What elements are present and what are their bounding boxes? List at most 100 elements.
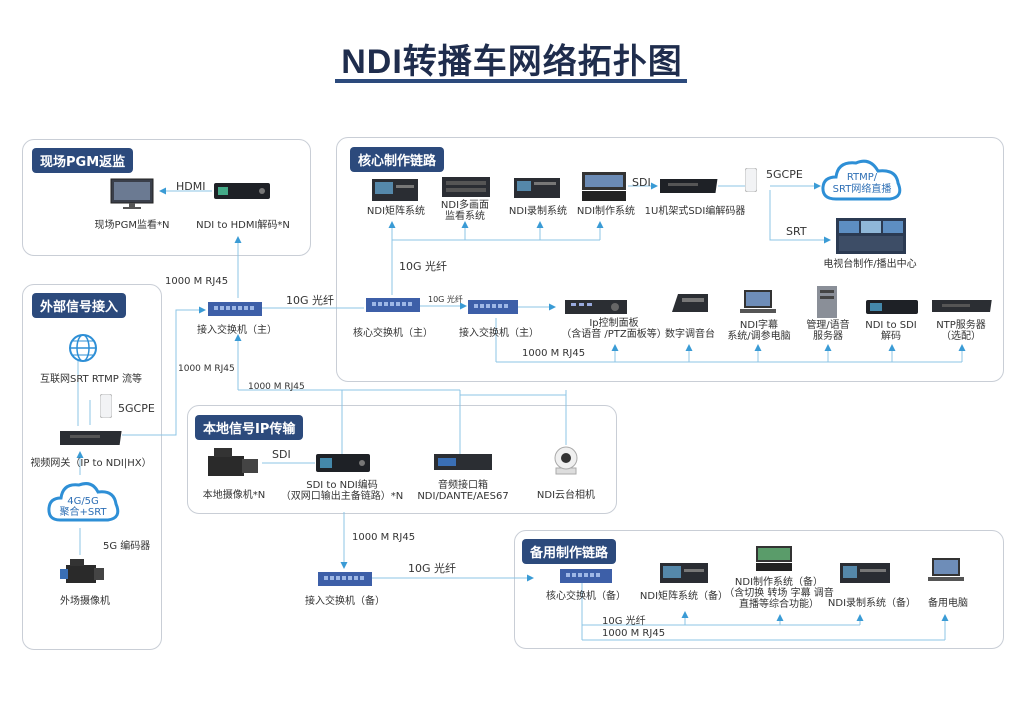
label-internet: 互联网SRT RTMP 流等	[39, 374, 143, 385]
core-matrix-icon	[372, 177, 418, 203]
label-access-rj45-bottom: 1000 M RJ45	[248, 382, 305, 392]
audio-box-icon	[434, 454, 492, 470]
aggregation-cloud-icon	[46, 478, 122, 524]
label-backup-access-switch: 接入交换机（备）	[305, 596, 385, 607]
label-hdmi: HDMI	[176, 180, 206, 193]
label-backup-fiber-bottom: 10G 光纤	[602, 616, 646, 627]
label-stream-2: SRT网络直播	[832, 184, 892, 195]
backup-core-switch-icon	[560, 568, 612, 584]
local-camera-icon	[204, 446, 262, 482]
title-underline	[335, 79, 687, 83]
intercom-server-icon	[817, 286, 837, 318]
label-cloud-1: 4G/5G	[67, 496, 99, 507]
label-backup-rj45-down: 1000 M RJ45	[352, 532, 416, 543]
control-panel-icon	[565, 296, 627, 316]
label-subtitle-2: 系统/调参电脑	[727, 331, 791, 342]
label-backup-production-3: 直播等综合功能）	[739, 599, 819, 610]
label-field-camera: 外场摄像机	[60, 596, 110, 607]
label-audio-2: NDI/DANTE/AES67	[417, 491, 509, 502]
label-core-record: NDI录制系统	[508, 206, 568, 217]
pgm-decoder-icon	[214, 181, 270, 201]
backup-access-switch-icon	[318, 570, 372, 588]
label-external-cpe: 5GCPE	[118, 402, 155, 415]
pgm-monitor-icon	[110, 178, 154, 209]
audio-console-icon	[670, 292, 710, 314]
panel-external	[22, 284, 162, 650]
label-audio-console: 数字调音台	[665, 329, 715, 340]
label-ndi-sdi-1: NDI to SDI	[865, 320, 917, 331]
video-gateway-icon	[57, 428, 122, 448]
label-ntp-2: （选配）	[941, 331, 981, 342]
label-local-camera: 本地摄像机*N	[202, 490, 266, 501]
label-intercom-2: 服务器	[813, 331, 843, 342]
label-access-rj45-left: 1000 M RJ45	[178, 364, 235, 374]
label-ndi-sdi-2: 解码	[881, 331, 901, 342]
label-backup-pc: 备用电脑	[928, 598, 968, 609]
backup-production-icon	[756, 546, 792, 572]
label-access-switch-main: 接入交换机（主）	[197, 325, 277, 336]
core-switch-main-icon	[366, 296, 420, 314]
line-gateway-access	[122, 306, 206, 436]
label-core-access-switch: 接入交换机（主）	[459, 328, 539, 339]
label-core-switch: 核心交换机（主）	[353, 328, 433, 339]
label-core-matrix: NDI矩阵系统	[366, 206, 426, 217]
label-core-multiview-1: NDI多画面	[440, 200, 490, 211]
backup-pc-icon	[928, 558, 964, 584]
label-core-cpe: 5GCPE	[766, 168, 803, 181]
subtitle-laptop-icon	[740, 290, 776, 316]
label-intercom-1: 管理/语音	[806, 320, 850, 331]
label-access-fiber: 10G 光纤	[286, 294, 335, 307]
label-pgm-decoder: NDI to HDMI解码*N	[196, 220, 290, 231]
section-title-local: 本地信号IP传输	[195, 415, 304, 440]
ndi-sdi-decoder-icon	[866, 298, 918, 316]
backup-matrix-icon	[660, 562, 708, 584]
label-audio-1: 音频接口箱	[438, 480, 488, 491]
label-ntp-1: NTP服务器	[936, 320, 986, 331]
label-encoder-1: SDI to NDI编码	[306, 480, 378, 491]
label-gateway: 视频网关（IP to NDI|HX）	[30, 458, 152, 469]
label-backup-production-2: （含切换 转场 字幕 调音	[724, 588, 834, 599]
section-title-external: 外部信号接入	[32, 293, 127, 318]
label-ptz: NDI云台相机	[536, 490, 596, 501]
line-srt-tv	[769, 190, 831, 244]
ptz-camera-icon	[552, 444, 580, 476]
label-pgm-monitor: 现场PGM监看*N	[94, 220, 170, 231]
label-core-srt: SRT	[786, 225, 807, 238]
backup-record-icon	[840, 562, 890, 584]
label-tv-center: 电视台制作/播出中心	[823, 259, 917, 270]
stream-cloud-icon	[820, 155, 904, 205]
core-cpe-icon	[744, 167, 758, 193]
label-backup-matrix: NDI矩阵系统（备）	[639, 591, 729, 602]
label-5g-encoder: 5G 编码器	[103, 541, 151, 552]
label-core-rj45: 1000 M RJ45	[522, 348, 586, 359]
label-backup-core-switch: 核心交换机（备）	[546, 591, 626, 602]
label-local-sdi: SDI	[272, 448, 291, 461]
core-multiview-icon	[442, 176, 490, 198]
label-core-multiview-2: 监看系统	[445, 211, 485, 222]
label-core-fiber-up: 10G 光纤	[399, 260, 448, 273]
label-backup-fiber: 10G 光纤	[408, 562, 457, 575]
section-title-core: 核心制作链路	[350, 147, 445, 172]
label-backup-production-1: NDI制作系统（备）	[734, 577, 824, 588]
label-control-panel-1: Ip控制面板	[589, 318, 639, 329]
label-stream-1: RTMP/	[846, 172, 878, 183]
tv-center-icon	[836, 218, 906, 254]
section-title-pgm: 现场PGM返监	[32, 148, 134, 173]
label-backup-record: NDI录制系统（备）	[827, 598, 917, 609]
core-production-icon	[582, 172, 626, 202]
sdi-ndi-encoder-icon	[316, 452, 370, 474]
label-cloud-2: 聚合+SRT	[59, 507, 107, 518]
internet-globe-icon	[66, 333, 100, 363]
label-encoder-2: （双网口输出主备链路）*N	[280, 491, 404, 502]
ntp-server-icon	[930, 298, 992, 314]
label-access-rj45-top: 1000 M RJ45	[165, 276, 229, 287]
field-camera-icon	[60, 555, 106, 589]
core-record-icon	[514, 176, 560, 200]
label-core-production: NDI制作系统	[576, 206, 636, 217]
label-backup-rj45-bottom: 1000 M RJ45	[602, 628, 666, 639]
core-access-switch-icon	[468, 298, 518, 316]
external-cpe-icon	[99, 393, 113, 419]
label-core-sdi: SDI	[632, 176, 651, 189]
label-control-panel-2: （含语音 /PTZ面板等）	[561, 329, 667, 340]
